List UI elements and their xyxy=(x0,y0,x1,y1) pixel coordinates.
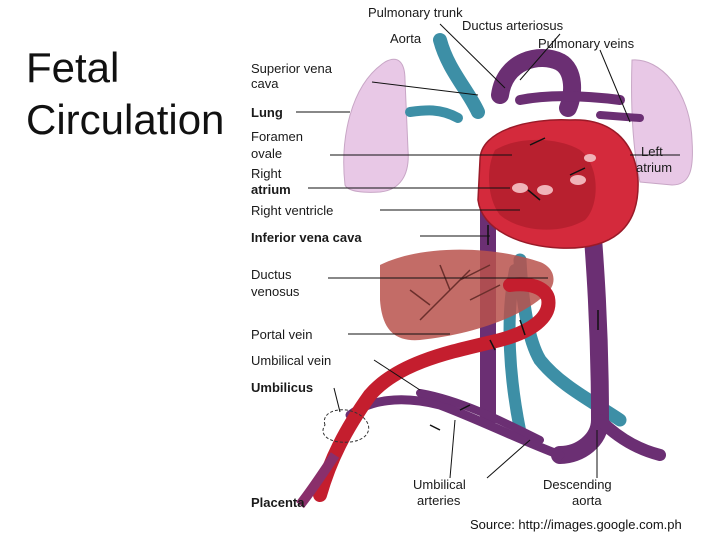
placenta-cord xyxy=(296,452,340,509)
label-superior-vena-cava-1: Superior vena xyxy=(251,61,333,76)
left-lung xyxy=(631,59,693,186)
umbilical-vein xyxy=(313,277,556,502)
right-lung xyxy=(343,58,409,193)
label-right-atrium-2: atrium xyxy=(251,182,291,197)
label-right-atrium-1: Right xyxy=(251,166,282,181)
label-umbilical-arteries-1: Umbilical xyxy=(413,477,466,492)
label-umbilical-vein: Umbilical vein xyxy=(251,353,331,368)
label-ductus-arteriosus: Ductus arteriosus xyxy=(462,18,564,33)
label-right-ventricle: Right ventricle xyxy=(251,203,333,218)
label-left-atrium-2: atrium xyxy=(636,160,672,175)
title-line-1: Fetal xyxy=(26,44,120,91)
heart-valves xyxy=(512,154,596,195)
label-ductus-venosus-2: venosus xyxy=(251,284,300,299)
label-foramen-ovale-2: ovale xyxy=(251,146,282,161)
label-lung: Lung xyxy=(251,105,283,120)
label-inferior-vena-cava: Inferior vena cava xyxy=(251,230,362,245)
label-pulmonary-trunk: Pulmonary trunk xyxy=(368,5,463,20)
source-caption: Source: http://images.google.com.ph xyxy=(470,517,682,532)
label-aorta: Aorta xyxy=(390,31,422,46)
label-ductus-venosus-1: Ductus xyxy=(251,267,292,282)
label-left-atrium-1: Left xyxy=(641,144,663,159)
label-umbilical-arteries-2: arteries xyxy=(417,493,461,508)
label-foramen-ovale-1: Foramen xyxy=(251,129,303,144)
label-umbilicus: Umbilicus xyxy=(251,380,313,395)
label-pulmonary-veins: Pulmonary veins xyxy=(538,36,635,51)
label-descending-aorta-1: Descending xyxy=(543,477,612,492)
label-portal-vein: Portal vein xyxy=(251,327,312,342)
label-descending-aorta-2: aorta xyxy=(572,493,602,508)
umbilicus xyxy=(322,409,370,443)
label-placenta: Placenta xyxy=(251,495,305,510)
heart-chambers xyxy=(488,139,596,230)
title-line-2: Circulation xyxy=(26,96,225,143)
label-superior-vena-cava-2: cava xyxy=(251,76,279,91)
leader-lines xyxy=(296,23,680,479)
flow-arrows xyxy=(429,137,599,431)
slide-title: Fetal Circulation xyxy=(26,42,224,146)
